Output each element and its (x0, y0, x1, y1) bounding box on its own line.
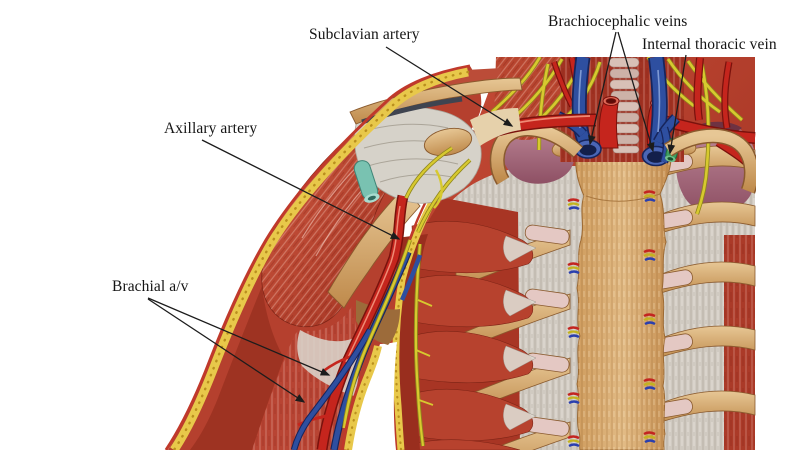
leader-lines (147, 31, 687, 403)
shoulder-arm (164, 64, 523, 450)
rib (488, 416, 571, 450)
cut-vessel-stub (353, 160, 380, 203)
triceps-muscle (190, 286, 284, 450)
axilla-gap (351, 342, 397, 450)
long-thoracic-nerve (413, 243, 434, 447)
serratus-anterior-muscle (411, 220, 537, 450)
leader-axillary-artery (201, 139, 401, 240)
leader-brachiocephalic-right (617, 31, 655, 153)
leader-internal-thoracic-vein (667, 54, 687, 155)
label-brachial-av: Brachial a/v (112, 278, 189, 295)
coracoid-process (423, 127, 473, 157)
sternum (551, 137, 697, 450)
leader-brachial-1 (147, 297, 331, 376)
trachea (608, 57, 640, 154)
fascia-patch (470, 108, 521, 146)
label-axillary-artery: Axillary artery (164, 120, 258, 137)
leader-subclavian-artery (385, 46, 514, 127)
ribs-right (646, 145, 756, 426)
skin-fat-edge (164, 64, 471, 450)
label-brachiocephalic-veins: Brachiocephalic veins (548, 13, 688, 30)
label-subclavian-artery: Subclavian artery (309, 26, 420, 43)
arm-nerves (342, 146, 472, 429)
label-internal-thoracic-vein: Internal thoracic vein (642, 36, 777, 53)
first-ribs (489, 121, 756, 194)
leader-brachiocephalic-left (588, 31, 617, 146)
leader-brachial-2 (147, 298, 306, 403)
